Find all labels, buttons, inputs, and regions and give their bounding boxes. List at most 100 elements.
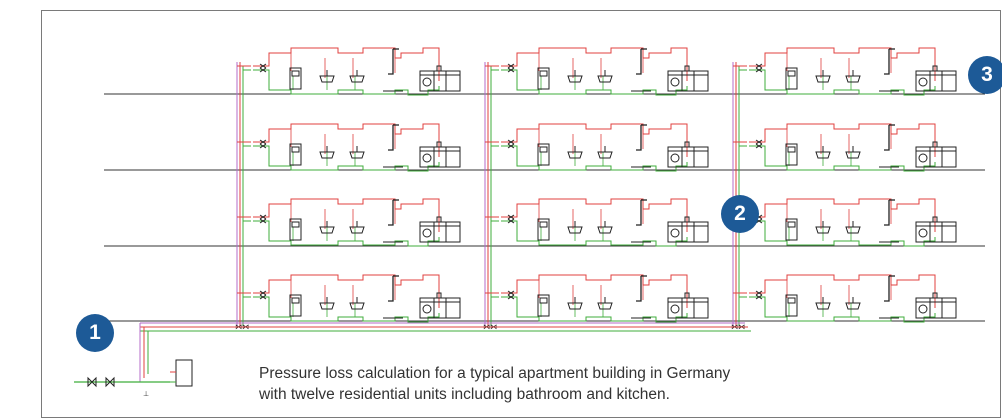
washbasin-icon: [319, 151, 335, 159]
dishwasher-icon: [445, 297, 461, 319]
dishwasher-icon: [941, 297, 957, 319]
shower-icon: [388, 49, 394, 75]
valve-icon: [259, 143, 267, 149]
wc-icon: [537, 67, 550, 90]
shower-icon: [388, 125, 394, 151]
washing-machine-icon: [915, 146, 931, 168]
apartment-unit: [501, 123, 709, 172]
drum: [670, 304, 680, 314]
apartment-unit: [501, 47, 709, 96]
wc-icon: [537, 218, 550, 241]
kitchen-sink-icon: [929, 146, 943, 168]
washbasin-icon: [349, 302, 365, 310]
washing-machine-icon: [419, 297, 435, 319]
kitchen-tap: [684, 292, 690, 299]
washbasin-icon: [567, 151, 583, 159]
washbasin-icon: [597, 151, 613, 159]
cold-water-line: [501, 220, 688, 247]
washbasin-icon: [597, 226, 613, 234]
kitchen-tap: [932, 292, 938, 299]
dishwasher-icon: [445, 221, 461, 243]
cold-water-line: [253, 296, 440, 323]
marker-2-badge: 2: [721, 195, 759, 233]
water-heater-icon: [175, 359, 193, 387]
shower-icon: [388, 276, 394, 302]
valve-icon: [259, 139, 267, 145]
valve-icon: [755, 294, 763, 300]
wc-icon: [785, 218, 798, 241]
cold-water-line: [749, 145, 936, 172]
caption-line-2: with twelve residential units including …: [259, 386, 670, 403]
apartment-unit: [501, 274, 709, 323]
valve-icon: [259, 63, 267, 69]
apartment-unit: [253, 47, 461, 96]
drum: [422, 228, 432, 238]
drum: [918, 228, 928, 238]
drum: [670, 77, 680, 87]
wc-tank: [291, 146, 300, 153]
kitchen-tap: [932, 65, 938, 72]
cold-water-line: [253, 145, 440, 172]
drum: [670, 153, 680, 163]
hot-water-line: [253, 47, 440, 81]
wc-icon: [289, 218, 302, 241]
valve-icon: [259, 218, 267, 224]
kitchen-sink-icon: [681, 146, 695, 168]
kitchen-sink-icon: [433, 221, 447, 243]
kitchen-sink-icon: [929, 221, 943, 243]
valve-icon: [259, 214, 267, 220]
kitchen-tap: [436, 216, 442, 223]
cold-water-line: [749, 69, 936, 96]
diagram-frame: [41, 10, 1001, 418]
caption-line-1: Pressure loss calculation for a typical …: [259, 365, 731, 382]
kitchen-tap: [436, 65, 442, 72]
washbasin-icon: [567, 302, 583, 310]
dishwasher-icon: [445, 70, 461, 92]
kitchen-sink-icon: [433, 146, 447, 168]
wc-tank: [539, 146, 548, 153]
valve-icon: [507, 63, 515, 69]
cold-water-line: [501, 145, 688, 172]
wc-tank: [539, 297, 548, 304]
valve-icon: [507, 67, 515, 73]
washbasin-icon: [845, 302, 861, 310]
washbasin-icon: [815, 226, 831, 234]
wc-tank: [787, 146, 796, 153]
valve-icon: [507, 218, 515, 224]
hot-water-line: [501, 123, 688, 157]
shower-icon: [636, 276, 642, 302]
shower-icon: [388, 200, 394, 226]
kitchen-sink-icon: [929, 70, 943, 92]
washbasin-icon: [319, 75, 335, 83]
washbasin-icon: [815, 151, 831, 159]
wc-tank: [787, 221, 796, 228]
drum: [422, 304, 432, 314]
drain-icon: ⊥: [143, 390, 149, 398]
hot-water-line: [749, 47, 936, 81]
shower-icon: [636, 125, 642, 151]
wc-tank: [291, 297, 300, 304]
wc-icon: [785, 143, 798, 166]
shower-icon: [884, 125, 890, 151]
valve-icon: [259, 294, 267, 300]
diagram-caption: Pressure loss calculation for a typical …: [259, 363, 899, 405]
dishwasher-icon: [693, 221, 709, 243]
washbasin-icon: [319, 302, 335, 310]
marker-1-badge: 1: [76, 314, 114, 352]
washbasin-icon: [567, 226, 583, 234]
hot-water-line: [253, 274, 440, 308]
drum: [918, 153, 928, 163]
valve-icon: [755, 290, 763, 296]
kitchen-sink-icon: [433, 297, 447, 319]
wc-tank: [539, 221, 548, 228]
kitchen-sink-icon: [681, 297, 695, 319]
hot-water-line: [501, 198, 688, 232]
shower-icon: [884, 276, 890, 302]
washbasin-icon: [815, 75, 831, 83]
kitchen-tap: [436, 141, 442, 148]
dishwasher-icon: [941, 70, 957, 92]
washing-machine-icon: [419, 70, 435, 92]
hot-water-line: [501, 274, 688, 308]
wc-icon: [785, 294, 798, 317]
